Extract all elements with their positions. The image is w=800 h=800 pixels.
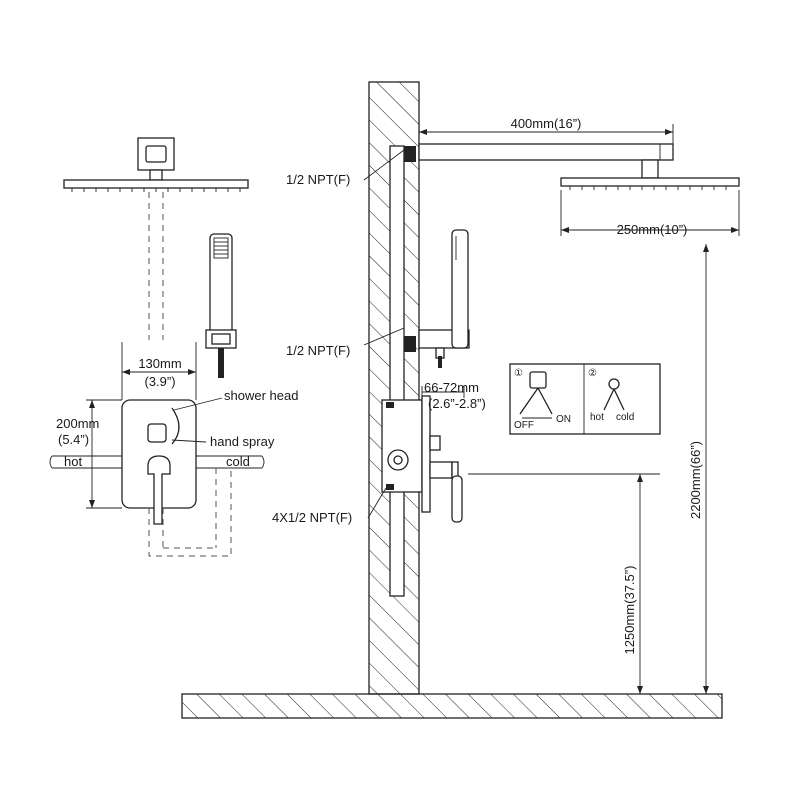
panel2-number: ② [588, 368, 597, 379]
cold-label: cold [226, 454, 250, 469]
floor-section [181, 693, 723, 719]
head-height-dimension: 2200mm(66”) [688, 244, 709, 694]
hand-spray-outlet [404, 229, 470, 368]
npt-valve-label: 4X1/2 NPT(F) [272, 510, 352, 525]
valve-plate-front [121, 399, 197, 525]
depth-dimension: 66-72mm (2.6”-2.8”) [421, 380, 486, 411]
valve-height-label: 1250mm(37.5”) [622, 566, 637, 655]
height-mm-label: 200mm [56, 416, 99, 431]
ceiling-mount [137, 137, 175, 181]
panel2-cold-label: cold [616, 412, 634, 423]
height-in-label: (5.4”) [58, 432, 89, 447]
shower-head-label: shower head [224, 388, 298, 403]
valve-body-side [381, 395, 463, 523]
panel1-off-label: OFF [514, 420, 534, 431]
supply-pipe: hot cold [49, 454, 265, 469]
hand-spray-front [205, 233, 237, 378]
head-height-label: 2200mm(66”) [688, 441, 703, 519]
npt-top-label: 1/2 NPT(F) [286, 172, 350, 187]
panel1-on-label: ON [556, 414, 571, 425]
riser-pipe [389, 145, 405, 597]
legend-panel-hot-cold: ② hot cold [588, 368, 634, 423]
hand-spray-label: hand spray [210, 434, 275, 449]
width-dimension: 130mm (3.9”) [121, 342, 197, 400]
panel2-hot-label: hot [590, 412, 604, 423]
front-view: 130mm (3.9”) 200mm (5.4”) hot cold [49, 137, 298, 557]
shower-head-side [560, 177, 740, 190]
shower-head-front [63, 179, 249, 192]
width-in-label: (3.9”) [144, 374, 175, 389]
arm-length-dimension: 400mm(16”) [418, 116, 674, 144]
hot-label: hot [64, 454, 82, 469]
operation-legend: ① OFF ON ② hot cold [509, 363, 661, 435]
head-size-label: 250mm(10”) [617, 222, 688, 237]
depth-mm-label: 66-72mm [424, 380, 479, 395]
width-mm-label: 130mm [138, 356, 181, 371]
side-view: 400mm(16”) 250mm(10”) 1/2 NPT(F) 1/2 NPT… [181, 81, 740, 719]
npt-mid-label: 1/2 NPT(F) [286, 343, 350, 358]
height-dimension: 200mm (5.4”) [56, 399, 122, 509]
head-size-dimension: 250mm(10”) [560, 190, 740, 237]
arm-length-label: 400mm(16”) [511, 116, 582, 131]
shower-arm [418, 143, 674, 161]
depth-in-label: (2.6”-2.8”) [428, 396, 486, 411]
valve-height-dimension: 1250mm(37.5”) [622, 474, 643, 694]
panel1-number: ① [514, 368, 523, 379]
legend-panel-on-off: ① OFF ON [514, 368, 571, 431]
